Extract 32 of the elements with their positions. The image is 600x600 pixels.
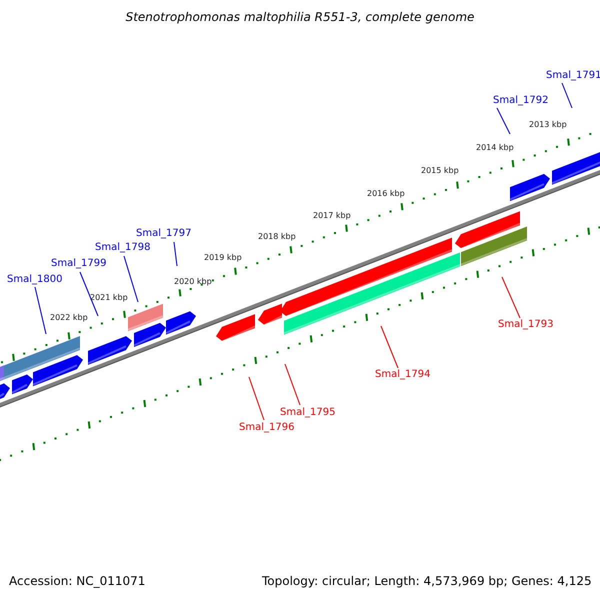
genome-info-text: Topology: circular; Length: 4,573,969 bp; Genes: 4,125 [262,575,592,588]
gene-label: Smal_1796 [239,422,294,433]
gene-label: Smal_1794 [375,369,430,380]
scale-label: 2019 kbp [204,254,242,263]
leader-line [562,82,572,108]
gene-label: Smal_1793 [498,319,554,330]
scale-label: 2020 kbp [174,278,212,287]
title: Stenotrophomonas maltophilia R551-3, complete genome [124,11,476,24]
leader-line [124,256,138,302]
scale-label: 2014 kbp [476,144,514,153]
leader-line [284,364,300,406]
leader-line [80,272,98,316]
scale-label: 2015 kbp [421,167,459,176]
gene-label: Smal_1798 [95,242,150,253]
leader-line [174,242,178,266]
leader-line [380,326,398,368]
scale-label: 2021 kbp [90,294,128,303]
leader-line [248,376,264,420]
leader-line [34,286,46,334]
leader-line [502,276,520,318]
gene-label: Smal_1800 [7,274,62,285]
gene-label: Smal_1797 [136,228,192,239]
scale-label: 2022 kbp [50,314,88,323]
scale-label: 2018 kbp [258,233,296,242]
gene-label: Smal_1792 [493,95,548,106]
accession-text: Accession: NC_011071 [9,575,146,588]
scale-label: 2017 kbp [313,212,351,221]
leader-line [496,108,510,134]
gene-label: Smal_1795 [280,407,336,418]
scale-label: 2013 kbp [529,121,567,130]
scale-label: 2016 kbp [367,190,405,199]
gene-label: Smal_1799 [51,258,106,269]
